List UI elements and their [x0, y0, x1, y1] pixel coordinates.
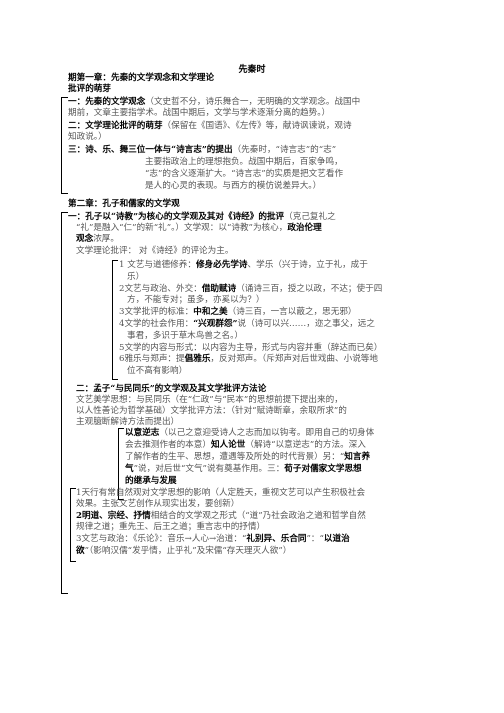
ch1-section3-heading: 三：诗、乐、舞三位一体与“诗言志”的提出 [68, 145, 233, 155]
item-detail: 说（诗可以兴……，迩之事父，远之 [237, 319, 375, 329]
ch2-point1-line2: “礼”是融入“仁”的新“礼”。）文学观：以“诗教”为核心，政治伦理 [76, 223, 322, 234]
xunzi-item3-line2: 欲”（影响汉儒“发乎情，止乎礼”及宋儒“存天理灭人欲”） [76, 546, 291, 557]
ch2-point2-line5: 会去推测作者的本意）知人论世（解诗“以意逆志”的方法。深入 [125, 440, 366, 451]
ch2-point1-heading: 一：孔子以“诗教”为核心的文学观及其对《诗经》的批评 [68, 212, 285, 222]
item-detail: 、学乐（兴于诗，立于礼，成于 [247, 260, 368, 270]
yi-yi-ni-zhi: 以意逆志 [125, 428, 160, 438]
item-label: 2文艺与政治、外交： [119, 283, 202, 294]
item-continuation: 位不高有影响） [127, 366, 187, 377]
item-key-term: 倡雅乐 [184, 354, 211, 365]
ch1-section2: 二：文学理论批评的萌芽（保留在《国语》、《左传》等，献诗讽谏说，观诗 [68, 121, 352, 132]
item-continuation: 方，不能专对；虽多，亦奚以为？） [127, 295, 265, 306]
ch2-point1-line3: 观念浓厚。 [76, 234, 119, 245]
ch1-section1-text: （文史哲不分，诗乐舞合一，无明确的文学观念。战国中 [145, 97, 361, 107]
xunzi-item3-line2-text: ”（影响汉儒“发乎情，止乎礼”及宋儒“存天理灭人欲”） [84, 546, 292, 556]
ch1-section3-line3: “志”的含义逐渐扩大。“诗言志”的实质是把文艺看作 [145, 169, 344, 179]
item-detail: ，反对郑声。（斥郑声对后世戏曲、小说等地 [210, 354, 378, 365]
ch2-point2-line5-text: 会去推测作者的本意） [125, 440, 211, 450]
xunzi-heading-cont: 的继承与发展 [125, 476, 177, 486]
page-title: 先秦时 [238, 65, 266, 75]
ch2-point2-line1: 文艺美学思想：与民同乐（在“仁政”与“民本”的思想前提下提出来的， [76, 395, 343, 405]
xunzi-item3-bold: 礼别异、乐合同 [246, 534, 307, 544]
ch2-point2-line7-text: ”说，对后世“文气”说有奠基作用。三： [133, 464, 285, 474]
ch2-point1-text: （克己复礼之 [284, 212, 336, 222]
numbered-item: 5文学的内容与形式：以内容为主导，形式与内容并重（辞达而已矣） [119, 343, 382, 354]
chapter1-bracket [61, 97, 68, 194]
item-label: 4文学的社会作用： [119, 319, 194, 329]
numbered-item: 6雅乐与郑声：提倡雅乐，反对郑声。（斥郑声对后世戏曲、小说等地 [119, 354, 378, 365]
ch1-section1-heading: 一：先秦的文学观念 [68, 97, 146, 107]
ch1-section3: 三：诗、乐、舞三位一体与“诗言志”的提出（先秦时，“诗言志”的“志” [68, 145, 336, 156]
xunzi-heading: 荀子对儒家文学思想 [284, 464, 362, 474]
ch2-point2-line2: 以人性善论为哲学基础）文学批评方法：（针对“赋诗断章，余取所求”的 [76, 406, 347, 416]
item-detail: （诗三百，一言以蔽之，思无邪） [227, 307, 357, 318]
ch1-section3-line4: 是人的心灵的表现。与西方的模仿说差异大。） [145, 181, 322, 191]
xunzi-bracket [70, 488, 76, 562]
ch1-section3-line2: 主要指政治上的理想抱负。战国中期后，百家争鸣， [145, 157, 343, 167]
item-continuation-text: 事君，多识于草木鸟兽之名。） [127, 330, 244, 341]
item-key-term: 中和之美 [193, 307, 228, 318]
xunzi-item3-line2-bold: 欲 [76, 546, 85, 556]
ch2-point2-line4: 以意逆志（以己之意迎受诗人之志而加以钩考。即用自己的切身体 [125, 428, 374, 439]
ch2-point1-line3-bold: 观念 [76, 234, 94, 244]
item-continuation-text: 乐） [127, 271, 145, 282]
ch2-point1-line2-bold: 政治伦理 [287, 223, 322, 233]
ch1-section3-text: （先秦时，“诗言志”的“志” [232, 145, 337, 155]
item-label: 3文学批评的标准： [119, 307, 194, 318]
ch2-point2-line5-text2: （解诗“以意逆志”的方法。深入 [245, 440, 366, 450]
ch2-point2-line4-text: （以己之意迎受诗人之志而加以钩考。即用自己的切身体 [159, 428, 375, 438]
xunzi-item2-text: 相结合的文学观之形式（“道”乃社会政治之道和哲学自然 [150, 511, 366, 521]
item-key-term: “兴观群怨” [193, 319, 238, 329]
chapter2-bracket [61, 212, 68, 594]
numbered-item: 2文艺与政治、外交：借助赋诗（诵诗三百，授之以政，不达；使于四 [119, 284, 382, 295]
ch1-section1: 一：先秦的文学观念（文史哲不分，诗乐舞合一，无明确的文学观念。战国中 [68, 97, 360, 108]
chapter2-heading: 第二章：孔子和儒家的文学观 [68, 199, 180, 209]
item-label: 5文学的内容与形式：以内容为主导，形式与内容并重（辞达而已矣） [119, 342, 383, 353]
xunzi-item1: 1天行有常自然观对文学思想的影响（人定胜天，重视文艺可以产生积极社会 [76, 488, 366, 498]
ch1-section2-heading: 二：文学理论批评的萌芽 [68, 121, 163, 131]
ch2-point2-line3: 主观臆断解诗方法而提出） [76, 417, 180, 427]
numbered-item: 1 文艺与道德修养：修身必先学诗、学乐（兴于诗，立于礼，成于 [119, 260, 368, 271]
xunzi-item2-bold2: 抒情 [133, 511, 151, 521]
ch2-point1-line2-text: “礼”是融入“仁”的新“礼”。）文学观：以“诗教”为核心， [76, 223, 288, 233]
item-key-term: 借助赋诗 [201, 283, 237, 294]
ch1-section2-text: （保留在《国语》、《左传》等，献诗讽谏说，观诗 [162, 121, 352, 131]
item-continuation-text: 位不高有影响） [127, 366, 188, 377]
chapter1-subheading: 批评的萌芽 [68, 84, 111, 94]
item-label: 6雅乐与郑声：提 [119, 354, 185, 365]
item-continuation: 事君，多识于草木鸟兽之名。） [127, 331, 243, 342]
ch2-point2-heading: 二：孟子“与民同乐”的文学观及其文学批评方法论 [76, 384, 267, 394]
xunzi-item2-line2: 规律之道；重先王、后王之道；重言志中的抒情） [76, 522, 266, 532]
item-key-term: 修身必先学诗 [195, 260, 248, 270]
ch2-point2-line7: 气”说，对后世“文气”说有奠基作用。三：荀子对儒家文学思想 [125, 464, 362, 475]
xunzi-item3-text2: ”：“ [306, 534, 324, 544]
ch2-point2-bracket [118, 428, 124, 500]
ch2-lit-criticism: 文学理论批评： 对《诗经》的评论为主。 [76, 246, 234, 256]
xunzi-item3: 3文艺与政治：《乐论》：音乐→人心→治道：“礼别异、乐合同”：“以道治 [76, 534, 350, 545]
xunzi-item3-text: 3文艺与政治：《乐论》：音乐→人心→治道：“ [76, 534, 247, 544]
zhi-yan-yang-qi: 知言养 [344, 452, 371, 462]
numbered-item: 4文学的社会作用：“兴观群怨”说（诗可以兴……，迩之事父，远之 [119, 319, 375, 330]
zhi-ren-lun-shi: 知人论世 [210, 440, 246, 450]
item-detail: （诵诗三百，授之以政，不达；使于四 [236, 283, 383, 294]
xunzi-item3-bold2: 以道治 [323, 534, 350, 544]
ch2-items-bracket [112, 260, 118, 380]
ch1-section2-text-line2: 知政说。） [68, 132, 107, 142]
ch2-point1: 一：孔子以“诗教”为核心的文学观及其对《诗经》的批评（克己复礼之 [68, 212, 336, 223]
xunzi-item2-bold: 2明道、宗经、 [76, 511, 134, 521]
item-label: 1 文艺与道德修养： [119, 260, 196, 270]
xunzi-item1-line2: 效果。主张文艺创作从现实出发，要创新） [76, 499, 240, 509]
ch2-point1-line3-text: 浓厚。 [93, 234, 119, 244]
xunzi-item2: 2明道、宗经、抒情相结合的文学观之形式（“道”乃社会政治之道和哲学自然 [76, 511, 366, 522]
ch2-point2-line6: 了解作者的生平、思想，遭遇等及所处的时代背景）另：“知言养 [125, 452, 370, 463]
ch2-point2-line6-text: 了解作者的生平、思想，遭遇等及所处的时代背景）另：“ [125, 452, 345, 462]
item-continuation-text: 方，不能专对；虽多，亦奚以为？） [127, 295, 265, 306]
numbered-item: 3文学批评的标准：中和之美（诗三百，一言以蔽之，思无邪） [119, 307, 357, 318]
item-continuation: 乐） [127, 272, 144, 283]
ch1-section1-text-line2: 期前，文章主要指学术。战国中期后，文学与学术逐渐分离的趋势。） [68, 108, 331, 118]
qi-bold: 气 [125, 464, 134, 474]
period-heading: 期第一章：先秦的文学观念和文学理论 [68, 73, 215, 83]
